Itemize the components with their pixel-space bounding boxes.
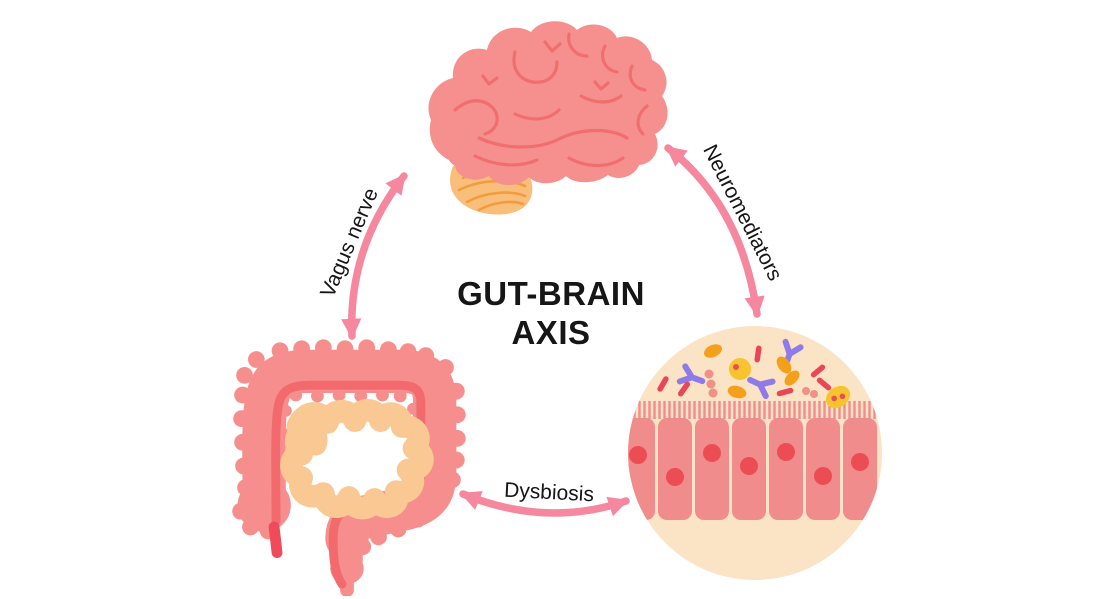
small-intestine [280,399,434,520]
title-line-2: AXIS [511,314,591,351]
microbes [657,338,851,409]
intestine-icon [232,339,466,596]
microbiome-icon [628,326,882,580]
title-line-1: GUT-BRAIN [457,275,645,312]
dysbiosis-label: Dysbiosis [503,478,595,507]
antibody-icon [747,376,776,400]
neuromediators-label: Neuromediators [698,140,787,285]
page-title: GUT-BRAIN AXIS [457,274,645,352]
brain-cerebrum [428,21,668,186]
vagus-nerve-label: Vagus nerve [316,184,383,301]
epithelial-cells [628,401,882,520]
antibody-icon [676,363,706,385]
appendix [268,521,283,559]
brain-icon [428,21,668,215]
